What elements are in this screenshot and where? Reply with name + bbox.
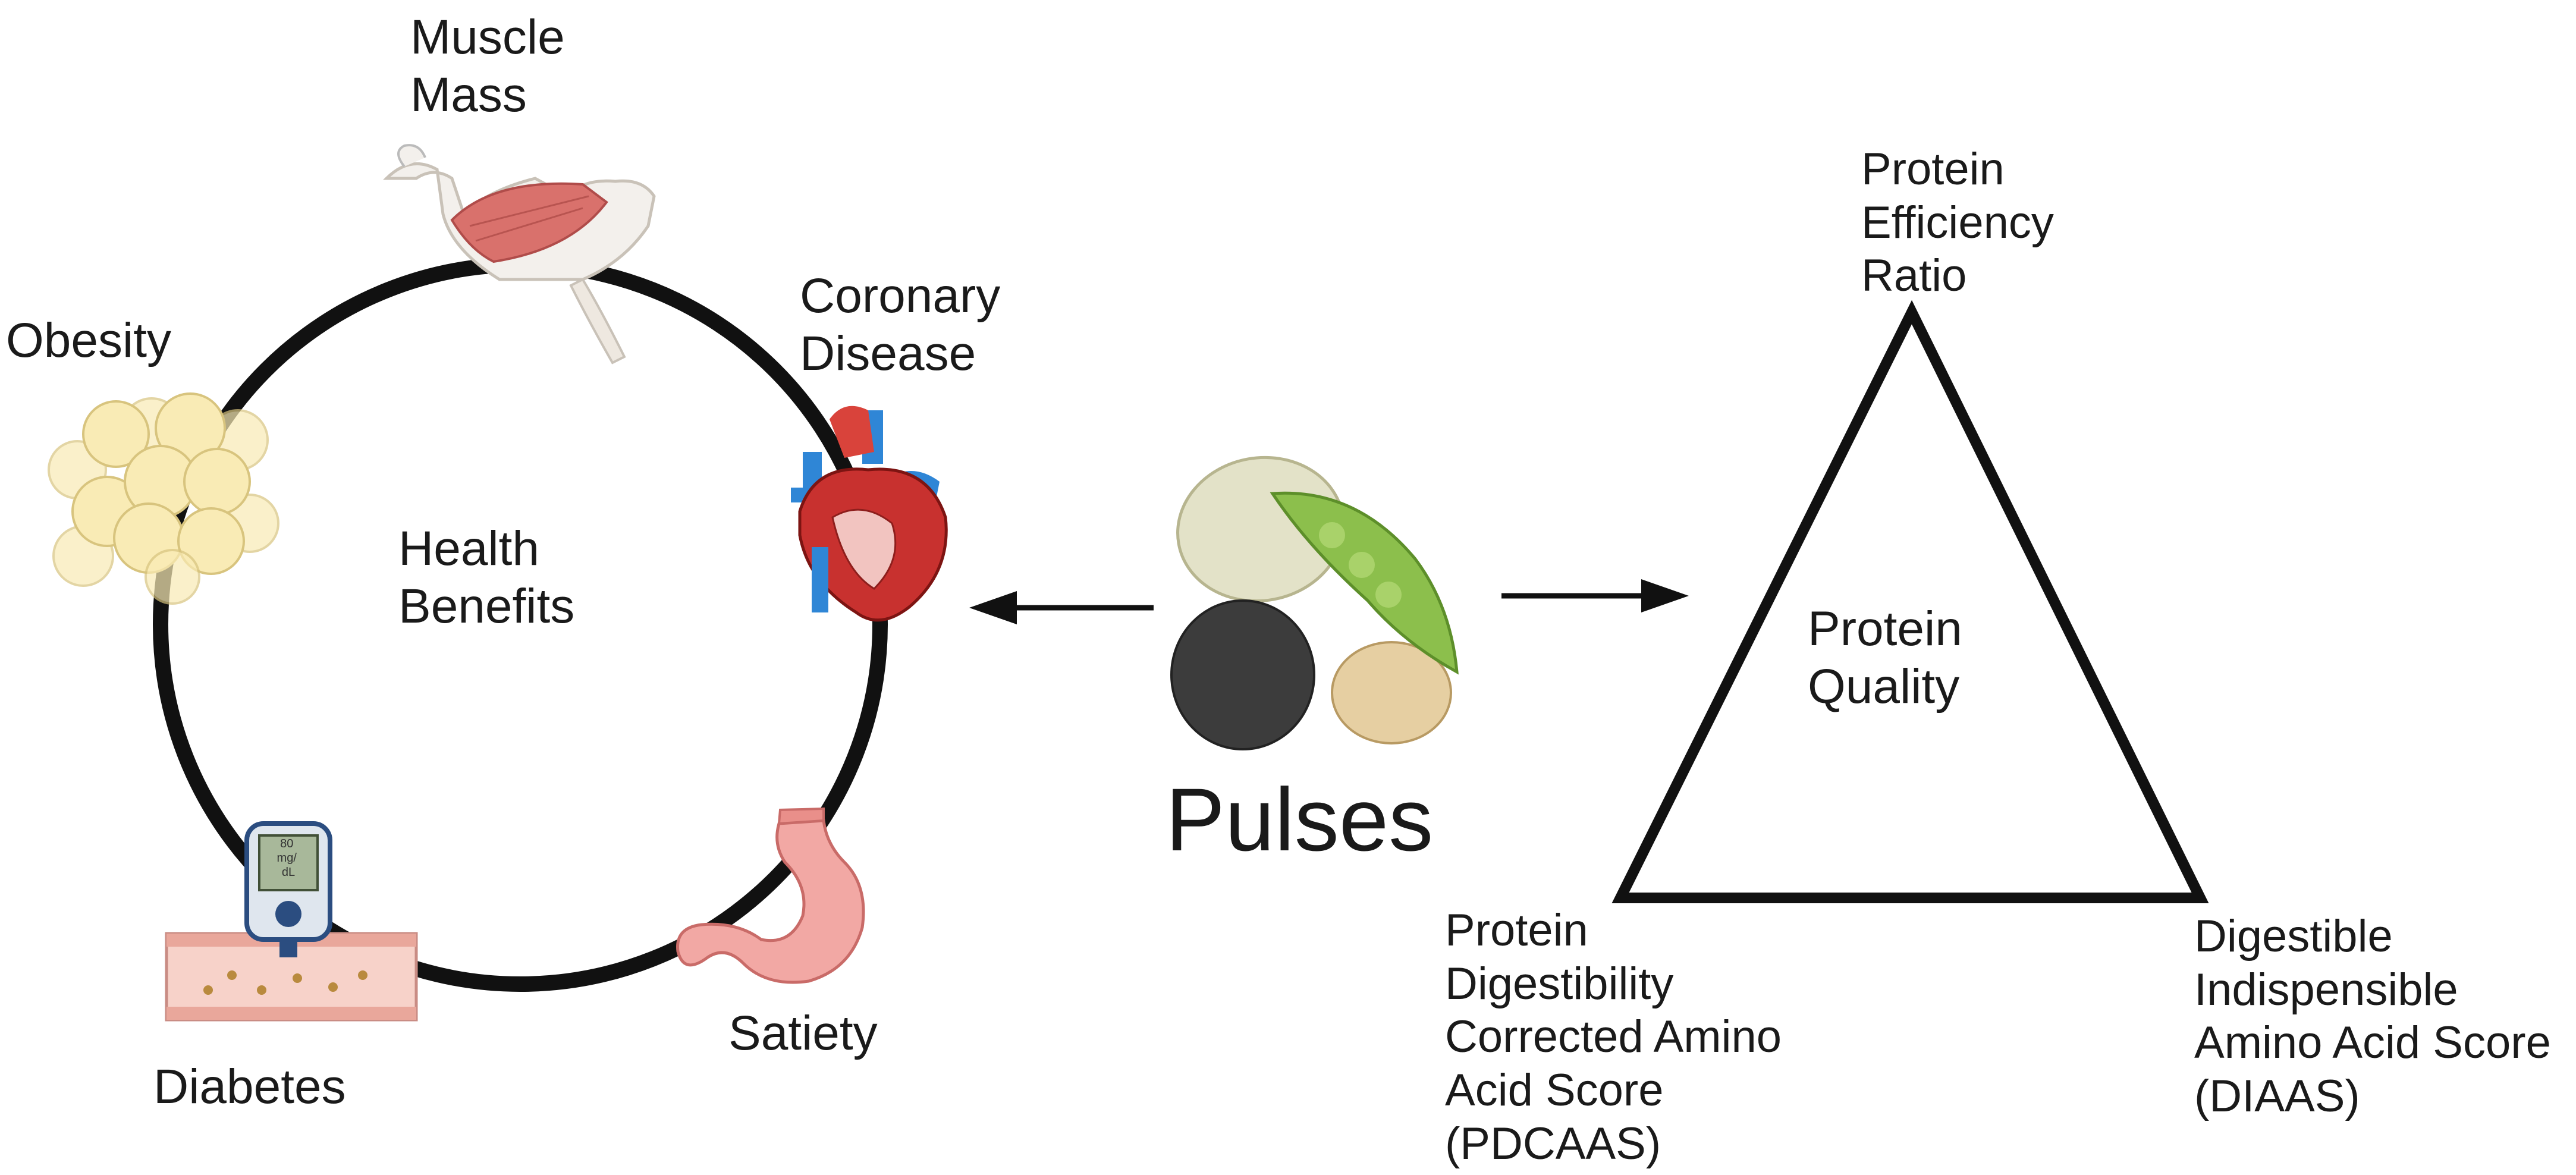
fat-cells-icon	[48, 392, 279, 605]
glucose-meter-icon	[165, 821, 418, 1022]
pulses-icon	[1170, 455, 1459, 750]
glucose-line-1: 80	[280, 837, 293, 850]
muscle-arm-icon	[382, 144, 656, 365]
arrow-to-health	[969, 591, 1154, 624]
heart-icon	[791, 406, 948, 622]
health-benefits-label: Health Benefits	[398, 521, 575, 633]
glucose-line-2: mg/	[277, 852, 297, 865]
diabetes-label: Diabetes	[153, 1060, 346, 1114]
satiety-label: Satiety	[728, 1006, 878, 1060]
protein-efficiency-ratio-label: Protein Efficiency Ratio	[1861, 144, 2054, 301]
pdcaas-label: Protein Digestibility Corrected Amino Ac…	[1445, 905, 1782, 1169]
muscle-mass-label: Muscle Mass	[410, 10, 565, 122]
pulses-label: Pulses	[1166, 769, 1434, 869]
arrow-to-quality	[1501, 579, 1689, 612]
glucose-reading: 80 mg/ dL	[277, 837, 300, 879]
protein-quality-triangle	[1611, 300, 2209, 903]
stomach-icon	[676, 807, 865, 984]
glucose-line-3: dL	[282, 866, 295, 879]
obesity-label: Obesity	[6, 313, 171, 367]
coronary-disease-label: Coronary Disease	[800, 269, 1001, 381]
diaas-label: Digestible Indispensible Amino Acid Scor…	[2194, 911, 2551, 1122]
protein-quality-label: Protein Quality	[1808, 602, 1962, 714]
